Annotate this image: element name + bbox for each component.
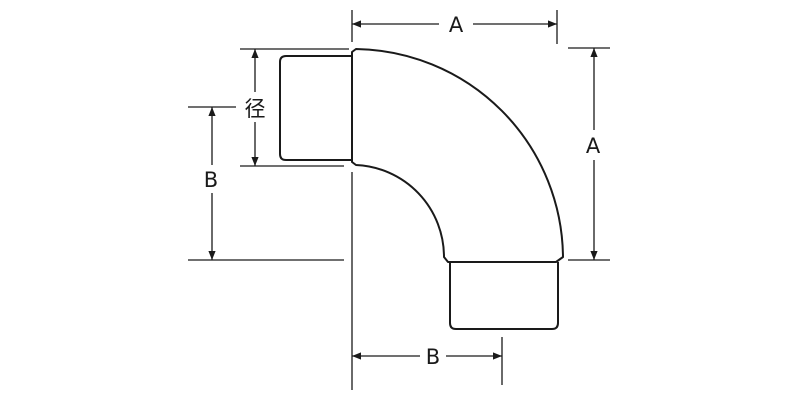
dimension-left-b: B — [188, 106, 344, 261]
dimension-top-a: A — [351, 10, 558, 44]
label-diameter: 径 — [245, 97, 266, 121]
dimension-diameter: 径 — [237, 48, 349, 167]
label-right-a: A — [586, 134, 601, 158]
label-top-a: A — [449, 13, 464, 37]
elbow-fitting — [279, 48, 564, 330]
label-left-b: B — [204, 168, 218, 192]
dimension-bottom-b: B — [351, 172, 503, 390]
elbow-body — [351, 48, 564, 263]
dimension-right-a: A — [568, 47, 610, 261]
label-background — [237, 92, 273, 122]
left-socket — [279, 55, 352, 161]
bottom-socket — [449, 262, 559, 330]
label-bottom-b: B — [426, 345, 440, 369]
